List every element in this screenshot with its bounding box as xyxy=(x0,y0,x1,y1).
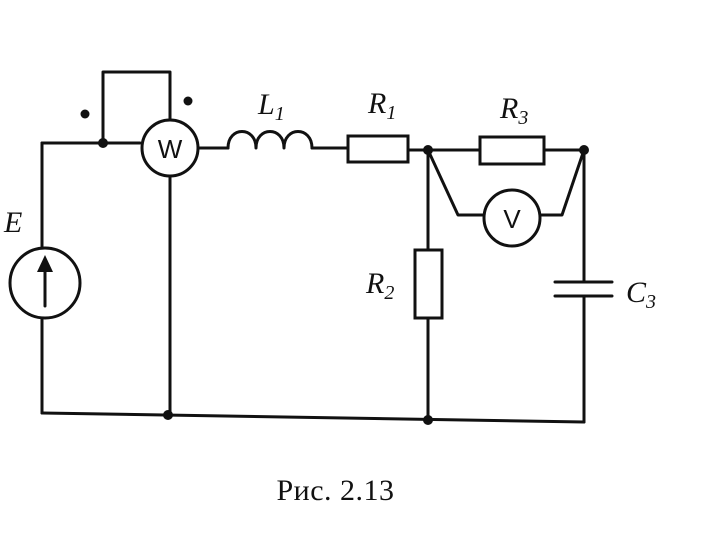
label-c3: C3 xyxy=(626,276,656,313)
wattmeter: W xyxy=(140,118,200,178)
figure-caption-text: Рис. 2.13 xyxy=(276,474,395,507)
label-r3: R3 xyxy=(499,92,528,129)
voltmeter: V xyxy=(482,188,542,248)
label-r1: R1 xyxy=(367,87,396,124)
capacitor-c3 xyxy=(553,280,614,298)
wire-wattmeter-loop xyxy=(101,70,172,145)
resistor-r3 xyxy=(478,135,546,166)
resistor-r1 xyxy=(346,134,410,164)
voltmeter-symbol: V xyxy=(503,204,521,234)
label-l1: L1 xyxy=(257,88,285,125)
inductor-l1 xyxy=(226,130,314,150)
resistor-r2 xyxy=(413,248,444,320)
label-e: E xyxy=(3,206,22,239)
wire-voltmeter-right xyxy=(538,148,586,217)
wire-bottom xyxy=(40,411,586,424)
wattmeter-polarity-mark-voltage xyxy=(183,96,193,106)
figure-caption: Рис. 2.13 xyxy=(0,474,711,508)
wire-voltmeter-left xyxy=(426,148,486,217)
voltage-source-e xyxy=(8,246,82,320)
wattmeter-polarity-mark-current xyxy=(80,109,90,119)
label-r2: R2 xyxy=(365,267,394,304)
wattmeter-symbol: W xyxy=(158,134,183,164)
